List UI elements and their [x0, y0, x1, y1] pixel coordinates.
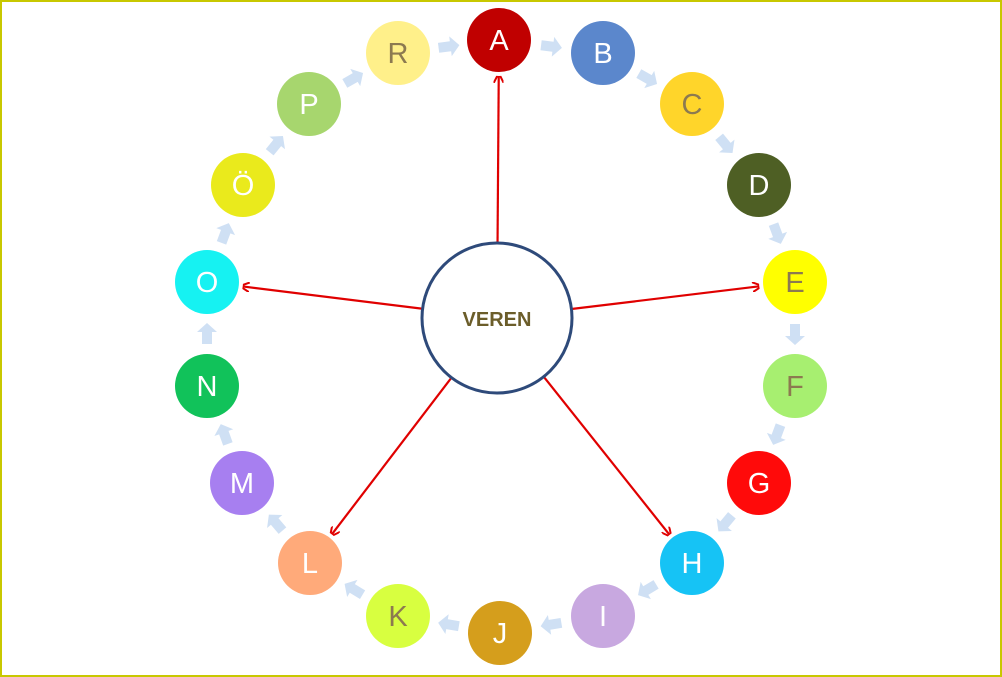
- node-label: F: [786, 371, 804, 403]
- flow-arrow: [715, 133, 735, 153]
- flow-arrow: [438, 614, 460, 635]
- flow-arrow: [267, 514, 287, 534]
- flow-arrow: [265, 135, 286, 156]
- node-label: M: [230, 468, 254, 500]
- connector-to-E: [571, 286, 761, 311]
- flow-arrow: [540, 614, 563, 635]
- connector-to-O: [241, 286, 423, 310]
- flow-arrow: [785, 324, 805, 345]
- connector-arrows: [241, 74, 762, 536]
- node-14: O: [171, 246, 243, 318]
- node-circle: [366, 584, 430, 648]
- node-circle: [211, 153, 275, 217]
- flow-arrow: [768, 222, 788, 244]
- node-circle: [175, 250, 239, 314]
- flow-arrow: [197, 323, 217, 344]
- node-circle: [210, 451, 274, 515]
- node-circle: [467, 8, 531, 72]
- node-9: J: [464, 597, 536, 669]
- node-label: I: [599, 601, 607, 633]
- node-6: G: [723, 447, 795, 519]
- node-label: R: [388, 38, 409, 70]
- node-label: A: [489, 25, 509, 57]
- node-5: F: [759, 350, 831, 422]
- node-7: H: [656, 527, 728, 599]
- flow-arrow: [216, 223, 236, 245]
- flow-arrow: [214, 424, 234, 446]
- connector-to-A: [498, 74, 499, 244]
- node-circle: [660, 531, 724, 595]
- center-circle: [420, 241, 574, 395]
- node-label: P: [299, 89, 318, 121]
- node-label: E: [785, 267, 804, 299]
- node-label: N: [197, 371, 218, 403]
- letter-nodes: A B C D E F G H I J K L M N O Ö P R: [171, 4, 831, 669]
- node-circle: [763, 250, 827, 314]
- node-10: K: [362, 580, 434, 652]
- node-8: I: [567, 580, 639, 652]
- flow-arrow: [437, 36, 460, 57]
- connector-to-L: [331, 376, 453, 536]
- node-label: B: [593, 38, 612, 70]
- flow-arrow: [716, 512, 736, 532]
- node-label: G: [748, 468, 771, 500]
- node-label: C: [682, 89, 703, 121]
- node-3: D: [723, 149, 795, 221]
- node-circle: [277, 72, 341, 136]
- flow-arrow: [344, 579, 366, 599]
- connector-to-H: [542, 375, 671, 537]
- flow-arrow: [342, 68, 364, 88]
- node-circle: [571, 584, 635, 648]
- node-circle: [468, 601, 532, 665]
- flow-arrow: [636, 69, 658, 89]
- node-circle: [175, 354, 239, 418]
- node-circle: [366, 21, 430, 85]
- flow-arrow: [638, 580, 659, 600]
- node-1: B: [567, 17, 639, 89]
- node-label: O: [196, 267, 219, 299]
- node-label: L: [302, 548, 318, 580]
- node-0: A: [463, 4, 535, 76]
- center-label: VEREN: [463, 309, 532, 331]
- node-label: J: [493, 618, 508, 650]
- flow-arrow: [540, 36, 562, 57]
- node-circle: [727, 153, 791, 217]
- node-label: H: [682, 548, 703, 580]
- center-node: VEREN: [420, 241, 574, 395]
- node-label: K: [388, 601, 408, 633]
- node-circle: [727, 451, 791, 515]
- node-16: P: [273, 68, 345, 140]
- node-label: D: [749, 170, 770, 202]
- flow-arrows: [197, 36, 805, 635]
- node-15: Ö: [207, 149, 279, 221]
- node-12: M: [206, 447, 278, 519]
- node-circle: [660, 72, 724, 136]
- flow-arrow: [766, 423, 786, 445]
- node-circle: [571, 21, 635, 85]
- node-circle: [763, 354, 827, 418]
- node-label: Ö: [232, 170, 255, 202]
- node-13: N: [171, 350, 243, 422]
- node-2: C: [656, 68, 728, 140]
- node-4: E: [759, 246, 831, 318]
- node-17: R: [362, 17, 434, 89]
- node-11: L: [274, 527, 346, 599]
- node-circle: [278, 531, 342, 595]
